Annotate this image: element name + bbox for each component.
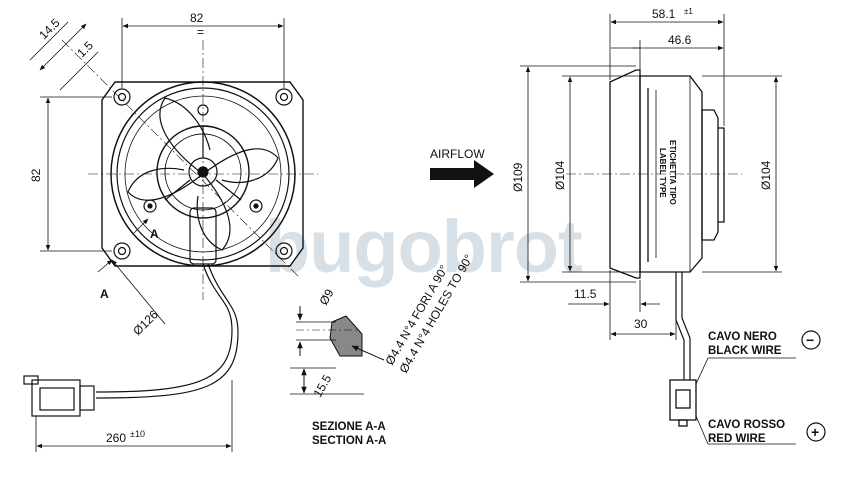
section-title-en: SECTION A-A (312, 435, 386, 447)
cable-assembly (23, 263, 239, 417)
side-motor (701, 109, 719, 241)
dim-mount-dia: Ø126 (130, 307, 161, 338)
plus-icon (806, 422, 826, 442)
dim-flange: 11.5 (574, 287, 597, 301)
side-flange (609, 69, 641, 279)
fan-blade (196, 173, 231, 251)
dim-depth: 15.5 (310, 372, 334, 400)
dim-rear-dia: Ø104 (759, 160, 773, 190)
label-type-en: LABEL TYPE (658, 148, 667, 198)
section-view (290, 306, 385, 395)
dim-hole: Ø9 (316, 286, 336, 307)
dim-offset-a: 14.5 (36, 15, 63, 42)
fan-blade (159, 97, 211, 175)
label-type-it: ETICHETTA TIPO (668, 140, 677, 205)
mount-hole (113, 242, 131, 260)
dim-width-eq: = (197, 25, 204, 39)
dim-cable-tol: ±10 (130, 429, 145, 439)
red-wire-en: RED WIRE (708, 433, 766, 445)
connector (31, 379, 81, 417)
side-cable (675, 272, 685, 380)
black-wire-sign: − (806, 332, 814, 348)
airflow-indicator: AIRFLOW (430, 147, 494, 188)
dim-height: 82 (29, 168, 43, 182)
black-wire-it: CAVO NERO (708, 331, 777, 343)
front-view (61, 39, 318, 300)
fan-blade (202, 148, 279, 184)
side-dimensions (520, 14, 796, 445)
dim-outer-dia: Ø109 (511, 162, 525, 192)
red-wire-it: CAVO ROSSO (708, 419, 785, 431)
mount-hole (275, 88, 293, 106)
minus-icon (801, 330, 821, 350)
section-marker-lower: A (100, 287, 109, 301)
section-marker-upper: A (150, 227, 159, 241)
fan-blade (127, 167, 204, 201)
fan-frame (101, 81, 304, 267)
dim-body-depth: 46.6 (668, 33, 692, 47)
mount-hole (113, 88, 131, 106)
side-connector (669, 379, 697, 421)
side-dim-text: 58.1 ±1 46.6 Ø109 Ø104 Ø104 11.5 30 ETIC… (511, 7, 773, 331)
watermark: bugobrot (265, 205, 582, 288)
red-wire-sign: + (811, 424, 819, 440)
dim-total-depth: 58.1 (652, 7, 676, 21)
dim-inner-dia: Ø104 (553, 160, 567, 190)
airflow-arrow (430, 160, 494, 188)
black-wire-en: BLACK WIRE (708, 345, 782, 357)
cable (95, 263, 233, 393)
dim-width: 82 (190, 11, 204, 25)
dim-cable-len: 260 (106, 431, 126, 445)
front-dimensions (29, 18, 285, 452)
dim-total-tol: ±1 (684, 7, 693, 16)
mount-hole (275, 242, 293, 260)
side-view (566, 69, 742, 427)
airflow-label: AIRFLOW (430, 147, 485, 161)
wire-labels: CAVO NERO BLACK WIRE − CAVO ROSSO RED WI… (708, 330, 826, 445)
dim-wire-offset: 30 (634, 317, 648, 331)
section-title-it: SEZIONE A-A (312, 421, 386, 433)
